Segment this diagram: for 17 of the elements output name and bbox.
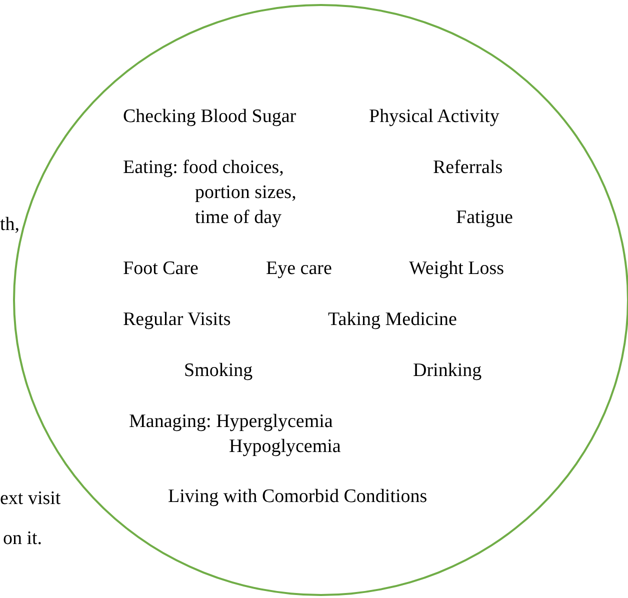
text-fragment: ext visit xyxy=(0,487,61,511)
topic-text: Referrals xyxy=(433,156,503,180)
topic-text: Managing: Hyperglycemia Hypoglycemia xyxy=(129,410,342,459)
topic-text: Taking Medicine xyxy=(328,308,457,332)
topic-text: Checking Blood Sugar xyxy=(123,105,296,129)
topic-text: Weight Loss xyxy=(409,257,504,281)
topic-text: Eating: food choices, portion sizes, time of day xyxy=(123,156,298,230)
text-fragment: th, xyxy=(0,213,20,237)
topic-text: Eye care xyxy=(266,257,332,281)
text-fragment: on it. xyxy=(3,527,42,551)
topic-text: Drinking xyxy=(413,359,482,383)
topic-text: Physical Activity xyxy=(369,105,500,129)
topic-text: Foot Care xyxy=(123,257,198,281)
topic-text: Smoking xyxy=(184,359,253,383)
topic-text: Fatigue xyxy=(456,206,513,230)
topic-text: Living with Comorbid Conditions xyxy=(168,485,428,509)
topic-text: Regular Visits xyxy=(123,308,231,332)
